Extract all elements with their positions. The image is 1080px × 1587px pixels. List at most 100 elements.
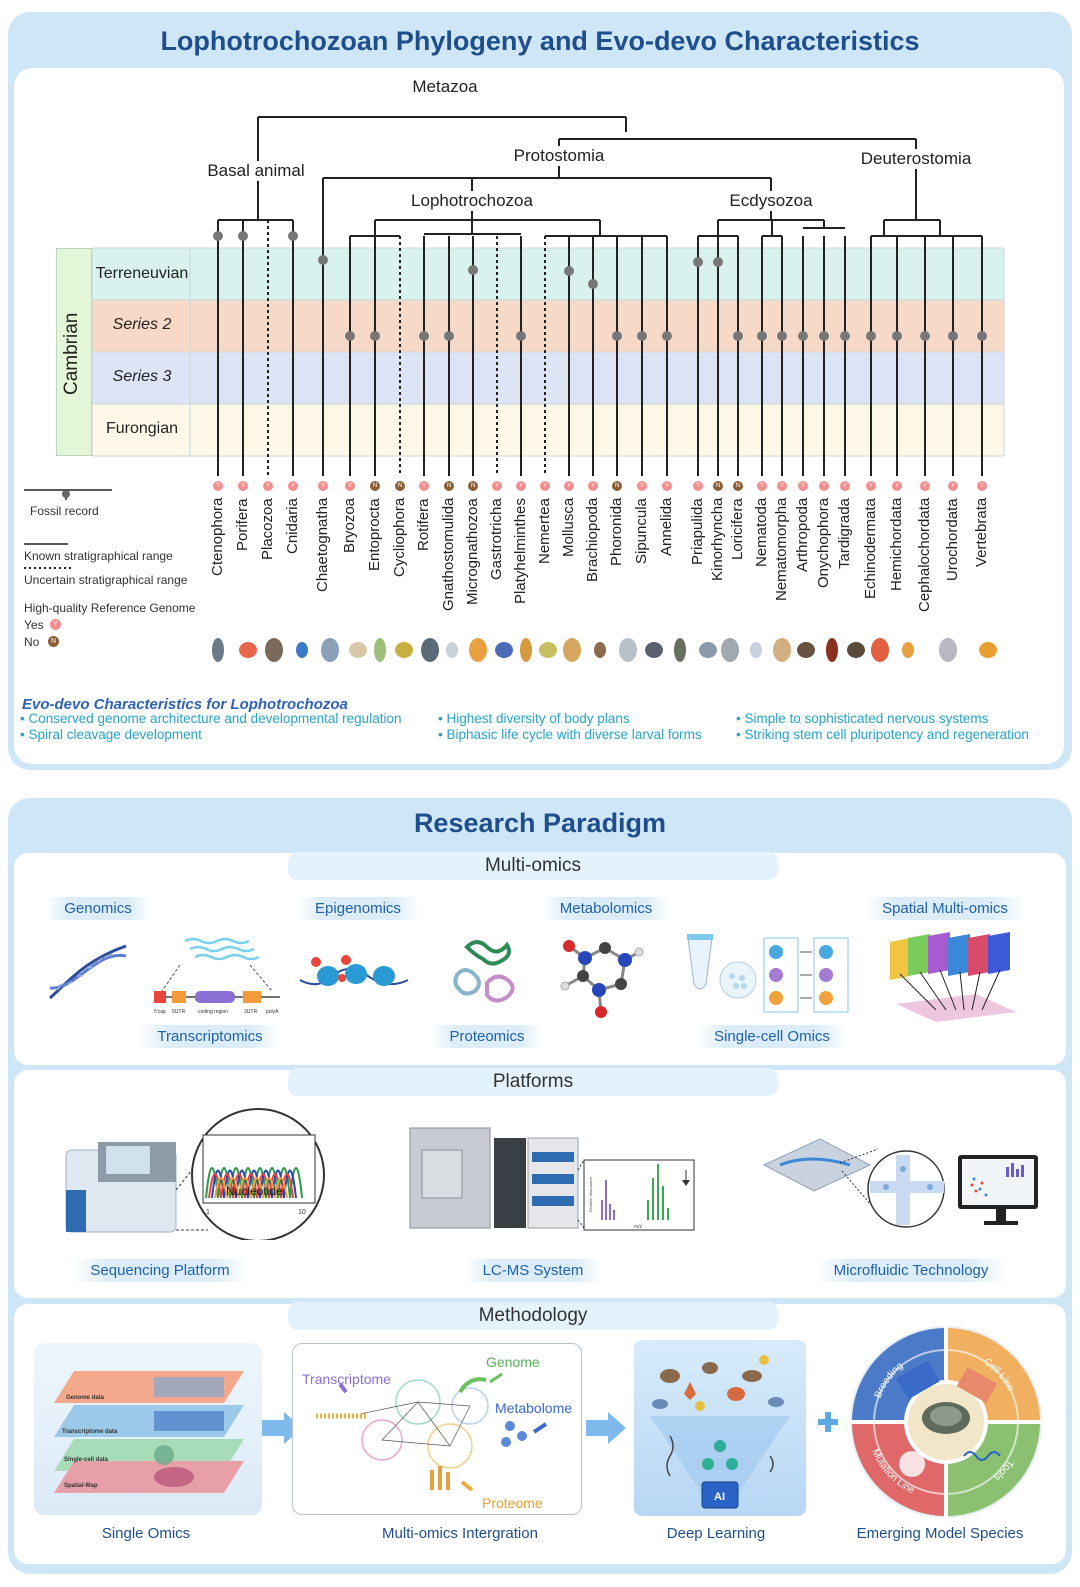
tab-methodology[interactable]: Methodology (288, 1302, 778, 1330)
period-series3: Series 3 (112, 368, 172, 385)
period-terreneuvian: Terreneuvian (95, 265, 189, 282)
genome-badge-urochordata: Y (948, 481, 958, 491)
legend-genome-title: High-quality Reference Genome (24, 601, 196, 615)
node-ecdysozoa: Ecdysozoa (727, 191, 815, 211)
taxon-hemichordata: Hemichordata (888, 497, 905, 591)
animal-icon-20 (721, 638, 739, 662)
fossil-dot-arthropoda (798, 331, 808, 341)
taxon-annelida: Annelida (658, 497, 675, 556)
animal-icon-7 (395, 642, 413, 658)
gene-label-5utr: 5UTR (172, 1009, 185, 1015)
microfluidic-icon (762, 1138, 1038, 1228)
fossil-dot-phoronida (612, 331, 622, 341)
ms-ylabel: Relative abundance (588, 1176, 593, 1212)
label-genome: Genome (486, 1354, 540, 1370)
chip-transcriptomics: Transcriptomics (139, 1025, 281, 1048)
fossil-dot-annelida (662, 331, 672, 341)
molecule-icon (560, 940, 644, 1018)
animal-icon-24 (826, 638, 838, 662)
taxon-phoronida: Phoronida (608, 497, 625, 566)
genome-badge-annelida: Y (662, 481, 672, 491)
genome-badge-brachiopoda: Y (588, 481, 598, 491)
ai-chip-label: AI (714, 1491, 725, 1503)
fossil-dot-bryozoa (345, 331, 355, 341)
animal-icon-23 (797, 642, 815, 658)
lcms-icon: Relative abundance m/z (409, 1127, 695, 1231)
chip-metabolomics: Metabolomics (541, 897, 671, 920)
genome-badge-echinodermata: Y (866, 481, 876, 491)
node-deuterostomia: Deuterostomia (858, 149, 974, 169)
taxon-rotifera: Rotifera (415, 498, 432, 551)
taxon-porifera: Porifera (234, 498, 251, 551)
fossil-dot-porifera (238, 231, 248, 241)
legend-lines (24, 489, 112, 569)
node-protostomia: Protostomia (511, 146, 607, 166)
gene-label-cap: 5'cap (154, 1009, 166, 1015)
animal-icon-4 (321, 638, 339, 662)
layer-genome: Genome data (66, 1395, 105, 1401)
taxon-kinorhyncha: Kinorhyncha (709, 497, 726, 581)
fossil-dot-rotifera (419, 331, 429, 341)
genome-badge-hemichordata: Y (892, 481, 902, 491)
taxon-priapulida: Priapulida (689, 498, 706, 565)
taxon-gastrotricha: Gastrotricha (488, 498, 505, 580)
sequencer-icon: 1 10 (65, 1108, 325, 1240)
taxon-echinodermata: Echinodermata (862, 498, 879, 599)
genome-badge-cycliophora: N (395, 481, 405, 491)
bullet-5: • Simple to sophisticated nervous system… (736, 711, 989, 726)
layer-transcriptome: Transcriptome data (62, 1429, 118, 1435)
genome-badge-chaetognatha: Y (318, 481, 328, 491)
chip-singlecell: Single-cell Omics (696, 1025, 848, 1048)
ms-xlabel: m/z (634, 1224, 643, 1230)
genome-badge-vertebrata: Y (977, 481, 987, 491)
omics-layers-icon: Genome data Transcriptome data Single-ce… (54, 1371, 244, 1493)
node-metazoa: Metazoa (410, 77, 480, 97)
taxon-onychophora: Onychophora (815, 497, 832, 588)
period-band-0 (91, 247, 1005, 301)
nucleotide-label: Nucleotide (226, 1184, 283, 1198)
animal-icon-28 (939, 638, 957, 662)
legend-yes-badge: Y (50, 619, 61, 630)
fossil-dot-mollusca (564, 266, 574, 276)
genome-badge-priapulida: Y (693, 481, 703, 491)
deep-learning-icon: AI (650, 1355, 790, 1509)
legend-no: No (24, 635, 40, 649)
period-series2: Series 2 (112, 316, 172, 333)
fossil-dot-urochordata (948, 331, 958, 341)
fossil-dot-sipuncula (637, 331, 647, 341)
animal-icon-21 (750, 642, 762, 658)
animal-icon-8 (421, 638, 439, 662)
bullet-4-text: Biphasic life cycle with diverse larval … (446, 727, 702, 742)
taxon-nematoda: Nematoda (753, 497, 770, 567)
bullet-6: • Striking stem cell pluripotency and re… (736, 727, 1029, 742)
animal-icon-14 (563, 638, 581, 662)
bullet-6-text: Striking stem cell pluripotency and rege… (744, 727, 1029, 742)
caption-emerging: Emerging Model Species (856, 1525, 1024, 1542)
genome-badge-porifera: Y (238, 481, 248, 491)
genome-badge-tardigrada: Y (840, 481, 850, 491)
animal-icon-17 (645, 642, 663, 658)
caption-single-omics: Single Omics (101, 1525, 191, 1542)
seq-axis-10: 10 (298, 1209, 306, 1216)
animal-icon-27 (902, 642, 914, 658)
animal-icon-13 (539, 642, 557, 658)
caption-deep-learning: Deep Learning (666, 1525, 766, 1542)
taxon-urochordata: Urochordata (944, 498, 961, 581)
taxon-brachiopoda: Brachiopoda (584, 497, 601, 582)
animal-silhouettes-row (212, 638, 997, 662)
single-cell-icon (687, 934, 849, 1013)
taxon-micrognathozoa: Micrognathozoa (464, 498, 481, 605)
genome-badge-placozoa: Y (263, 481, 273, 491)
period-band-1 (91, 299, 1005, 353)
chip-spatial: Spatial Multi-omics (864, 897, 1026, 920)
legend-no-badge: N (48, 636, 59, 647)
genome-badge-nemertea: Y (540, 481, 550, 491)
tab-platforms[interactable]: Platforms (288, 1068, 778, 1096)
animal-icon-16 (619, 638, 637, 662)
genome-badge-rotifera: Y (419, 481, 429, 491)
animal-icon-9 (446, 642, 458, 658)
animal-icon-29 (979, 642, 997, 658)
tab-multiomics[interactable]: Multi-omics (288, 852, 778, 880)
animal-icon-2 (265, 638, 283, 662)
era-cambrian (56, 248, 92, 456)
